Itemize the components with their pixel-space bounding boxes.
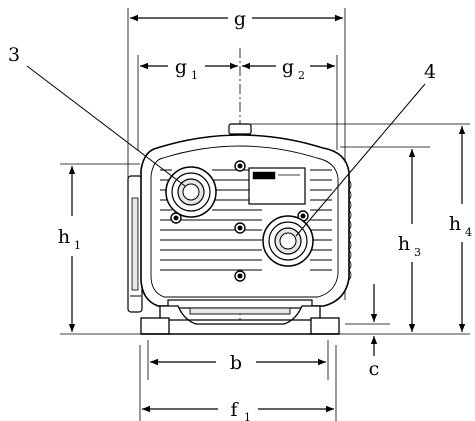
callout-4: 4 [424, 61, 436, 83]
top-fitting [228, 123, 252, 135]
labels: g g 1 g 2 h 1 h 3 h 4 b c f 1 3 4 [8, 8, 472, 421]
bolt-bottom [234, 270, 246, 282]
callout-leaders [26, 65, 426, 237]
base-frame [130, 295, 340, 335]
dim-g2-label: g [282, 56, 294, 78]
dim-g-label: g [234, 8, 246, 30]
dim-h1-sub: 1 [74, 239, 81, 252]
bolt-left [170, 212, 182, 224]
dim-b-label: b [230, 352, 242, 374]
dimension-arrows [68, 14, 466, 413]
dim-h3-sub: 3 [414, 246, 421, 259]
pump-body [127, 123, 352, 313]
bolt-center [234, 222, 246, 234]
dim-f1-sub: 1 [244, 411, 251, 421]
dim-g2-sub: 2 [298, 69, 305, 82]
dim-g1-sub: 1 [191, 69, 198, 82]
dim-g1-label: g [175, 56, 187, 78]
callout-3: 3 [8, 44, 20, 66]
dim-c-label: c [369, 358, 380, 380]
port-3-inlet [165, 166, 217, 218]
bolt-top [234, 160, 246, 172]
dim-h1-label: h [58, 226, 70, 248]
port-4-outlet [262, 215, 314, 267]
foot-right [310, 317, 340, 335]
dim-h4-sub: 4 [465, 226, 472, 239]
nameplate [248, 167, 306, 205]
cooling-edge [348, 179, 352, 281]
dim-f1-label: f [230, 399, 239, 421]
dim-h4-label: h [449, 213, 461, 235]
foot-left [140, 317, 170, 335]
dim-h3-label: h [398, 233, 410, 255]
